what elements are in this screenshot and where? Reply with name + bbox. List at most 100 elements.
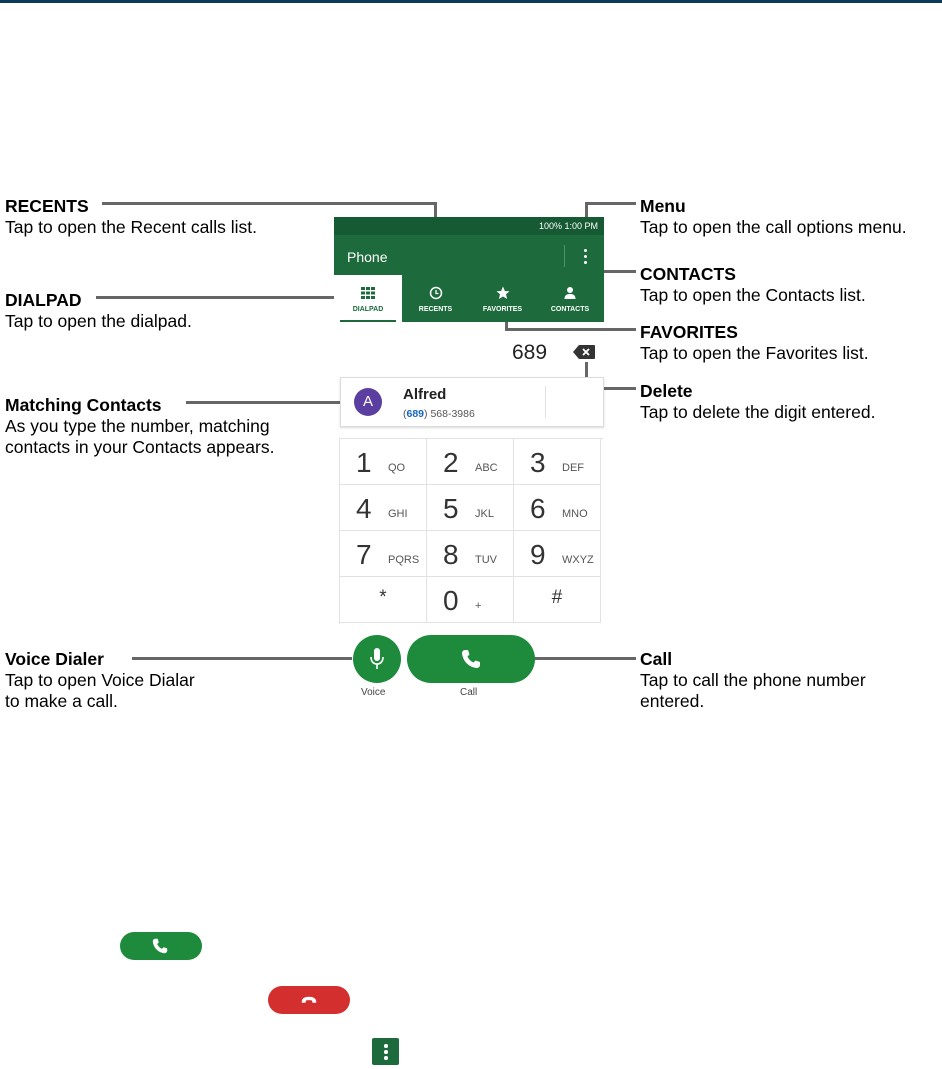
matching-contact-card[interactable]: A Alfred (689) 568-3986 — [340, 377, 604, 427]
leader-line — [585, 362, 588, 390]
voice-dialer-button[interactable] — [353, 635, 401, 683]
callout-title: DIALPAD — [5, 290, 82, 310]
key-digit: 1 — [356, 447, 372, 478]
number-paren-close: ) — [424, 408, 428, 420]
callout-desc: Tap to open the Contacts list. — [640, 285, 866, 305]
key-letters: MNO — [562, 508, 588, 520]
app-title: Phone — [347, 249, 388, 265]
callout-favorites: FAVORITES Tap to open the Favorites list… — [640, 322, 869, 364]
callout-title: Matching Contacts — [5, 395, 162, 415]
key-digit: 4 — [356, 493, 372, 524]
divider — [564, 245, 565, 267]
key-digit: 5 — [443, 493, 459, 524]
key-digit: * — [379, 587, 387, 608]
dialed-number: 689 — [512, 341, 548, 364]
leader-line — [534, 657, 636, 660]
key-letters: ABC — [475, 462, 498, 474]
callout-desc: As you type the number, matching contact… — [5, 416, 275, 457]
callout-desc: Tap to open the Favorites list. — [640, 343, 869, 363]
key-digit: 7 — [356, 539, 372, 570]
callout-voice-dialer: Voice Dialer Tap to open Voice Dialar to… — [5, 649, 195, 712]
person-icon — [564, 287, 576, 299]
key-digit: 9 — [530, 539, 546, 570]
callout-desc: Tap to call the phone number entered. — [640, 670, 866, 711]
callout-title: RECENTS — [5, 196, 89, 216]
call-button[interactable] — [407, 635, 535, 683]
callout-title: Voice Dialer — [5, 649, 104, 669]
callout-dialpad: DIALPAD Tap to open the dialpad. — [5, 290, 192, 332]
header-rule — [0, 0, 942, 3]
status-bar: 100% 1:00 PM — [334, 217, 604, 235]
tab-label: FAVORITES — [482, 306, 523, 313]
key-digit: 0 — [443, 585, 459, 616]
phone-screen: 100% 1:00 PM Phone DIALPAD RECENTS — [334, 217, 604, 698]
tab-bar: DIALPAD RECENTS FAVORITES CONTACTS — [334, 275, 604, 322]
tab-label: RECENTS — [418, 306, 453, 313]
number-match: 689 — [406, 408, 425, 420]
contact-number: (689) 568-3986 — [403, 408, 475, 420]
leader-line — [585, 202, 636, 205]
more-options-icon[interactable] — [579, 245, 593, 267]
tab-label: CONTACTS — [550, 306, 590, 313]
callout-recents: RECENTS Tap to open the Recent calls lis… — [5, 196, 257, 238]
callout-call: Call Tap to call the phone number entere… — [640, 649, 866, 712]
divider — [545, 386, 546, 418]
contact-name: Alfred — [403, 386, 447, 403]
leader-line — [585, 387, 636, 390]
number-rest: 568-3986 — [427, 408, 475, 420]
key-letters: PQRS — [388, 554, 420, 566]
key-hash[interactable]: # — [514, 577, 601, 623]
key-digit: 3 — [530, 447, 546, 478]
key-letters: QO — [388, 462, 406, 474]
tab-favorites[interactable]: FAVORITES — [469, 275, 536, 322]
key-letters: JKL — [475, 508, 494, 520]
voice-button-label: Voice — [361, 687, 386, 698]
star-icon — [496, 286, 510, 299]
key-7[interactable]: 7 PQRS — [340, 531, 427, 577]
callout-title: Delete — [640, 381, 693, 401]
dialpad-icon — [361, 287, 375, 299]
key-digit: 8 — [443, 539, 459, 570]
backspace-icon[interactable] — [573, 345, 595, 359]
phone-handset-icon — [462, 650, 480, 668]
callout-desc: Tap to open Voice Dialar to make a call. — [5, 670, 195, 711]
key-letters: GHI — [388, 508, 408, 520]
app-bar: Phone — [334, 235, 604, 275]
callout-title: CONTACTS — [640, 264, 736, 284]
callout-desc: Tap to open the Recent calls list. — [5, 217, 257, 237]
clock-icon — [429, 286, 443, 300]
key-star[interactable]: * — [340, 577, 427, 623]
key-0[interactable]: 0+ — [427, 577, 514, 623]
callout-title: Call — [640, 649, 673, 669]
microphone-icon — [370, 648, 384, 669]
tab-recents[interactable]: RECENTS — [402, 275, 469, 322]
callout-title: Menu — [640, 196, 686, 216]
leader-line — [96, 296, 346, 299]
leader-line — [186, 401, 346, 404]
callout-menu: Menu Tap to open the call options menu. — [640, 196, 907, 238]
key-4[interactable]: 4 GHI — [340, 485, 427, 531]
callout-matching-contacts: Matching Contacts As you type the number… — [5, 395, 274, 458]
tab-dialpad[interactable]: DIALPAD — [334, 275, 402, 322]
key-1[interactable]: 1 QO — [340, 439, 427, 485]
key-5[interactable]: 5 JKL — [427, 485, 514, 531]
callout-desc: Tap to open the call options menu. — [640, 217, 907, 237]
end-call-button-example — [268, 986, 350, 1014]
phone-handset-icon — [152, 938, 168, 954]
end-call-icon — [301, 996, 317, 1003]
leader-line — [102, 202, 436, 205]
tab-label: DIALPAD — [352, 306, 384, 313]
call-button-example — [120, 932, 202, 960]
key-letters: + — [475, 600, 482, 612]
tab-contacts[interactable]: CONTACTS — [536, 275, 604, 322]
leader-line — [505, 328, 636, 331]
callout-title: FAVORITES — [640, 322, 738, 342]
key-digit: # — [551, 587, 563, 608]
number-paren-open: ( — [403, 408, 407, 420]
